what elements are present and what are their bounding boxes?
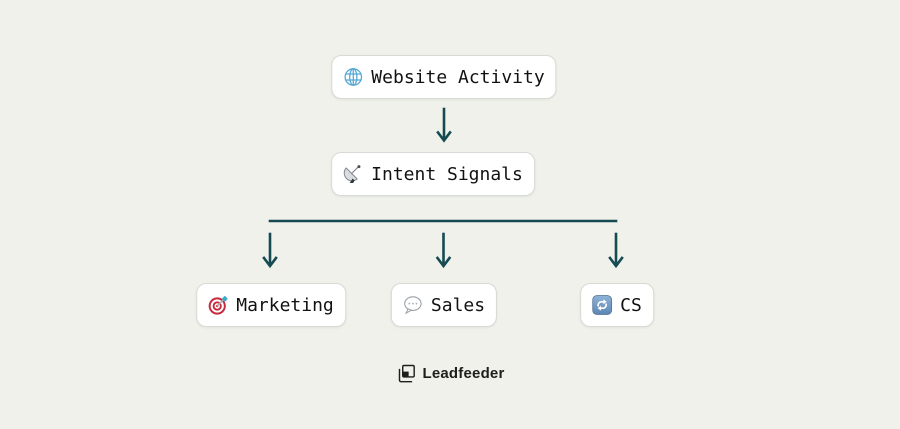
brand-name: Leadfeeder <box>422 365 505 382</box>
brand-lockup: Leadfeeder <box>395 363 504 384</box>
node-label: Sales <box>430 294 486 316</box>
direct-hit-icon <box>208 295 228 315</box>
node-marketing: Marketing <box>196 283 346 327</box>
node-label: Website Activity <box>371 66 545 88</box>
node-intent-signals: Intent Signals <box>331 152 535 196</box>
node-label: Intent Signals <box>371 163 523 185</box>
repeat-icon <box>592 295 613 315</box>
node-label: CS <box>620 294 642 316</box>
node-website-activity: Website Activity <box>331 55 557 99</box>
satellite-antenna-icon <box>343 164 363 184</box>
leadfeeder-logo-icon <box>395 363 416 384</box>
node-cs: CS <box>580 283 654 327</box>
globe-icon <box>343 67 363 87</box>
speech-balloon-icon <box>403 295 423 315</box>
node-label: Marketing <box>236 294 334 316</box>
node-sales: Sales <box>390 283 498 327</box>
